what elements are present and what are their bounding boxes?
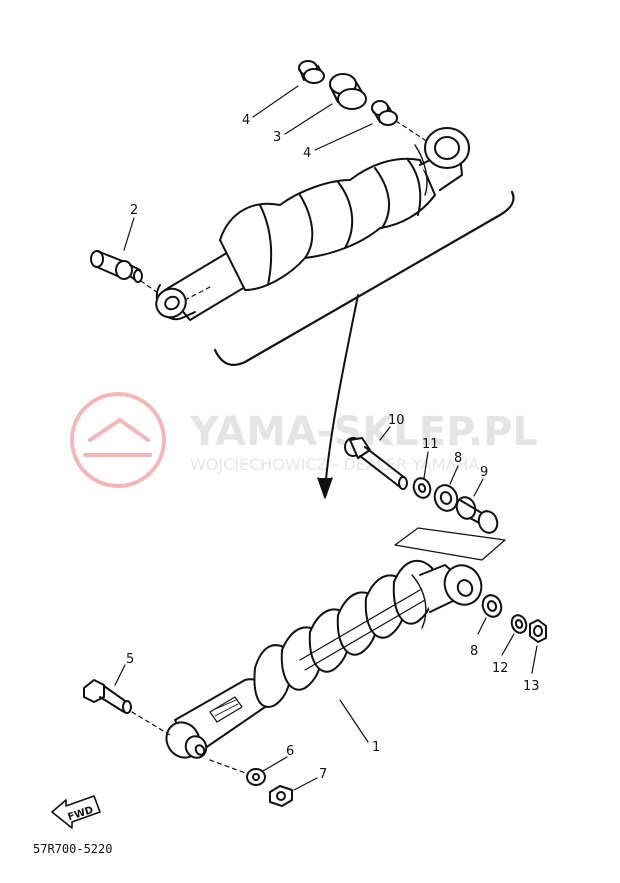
callout-9: 9	[480, 465, 488, 480]
callout-4-lower: 4	[303, 146, 311, 161]
part-10-bolt	[344, 437, 408, 490]
callout-2: 2	[130, 203, 138, 218]
callout-13: 13	[523, 679, 540, 694]
callout-5: 5	[126, 652, 134, 667]
fwd-arrow-icon	[51, 795, 101, 829]
bottom-shock-assembly	[83, 426, 547, 807]
watermark-logo	[70, 392, 166, 488]
callout-10: 10	[388, 413, 405, 428]
part-6-washer	[209, 756, 288, 786]
part-8-seal-lower	[481, 594, 503, 618]
part-2-pin	[90, 250, 159, 294]
part-13-nut	[529, 619, 547, 643]
watermark-dealer: WOJCIECHOWICZ - DEALER YAMAHA	[190, 455, 479, 474]
part-4-bushing-upper	[298, 60, 325, 84]
part-4-bushing-lower	[371, 100, 426, 141]
watermark: YAMA-SKLEP.PL WOJCIECHOWICZ - DEALER YAM…	[70, 392, 538, 488]
part-9-collar	[455, 496, 499, 534]
part-3-collar	[329, 73, 367, 110]
callout-3: 3	[273, 130, 281, 145]
part-7-nut	[269, 777, 318, 807]
callout-11: 11	[422, 437, 439, 452]
part-12-washer	[510, 614, 528, 634]
top-shock-assembly	[90, 60, 515, 499]
callout-1: 1	[372, 740, 380, 755]
callout-12: 12	[492, 661, 509, 676]
callout-8-lower: 8	[470, 644, 478, 659]
callout-8-upper: 8	[454, 451, 462, 466]
diagram-code: 57R700-5220	[33, 842, 112, 856]
callout-6: 6	[286, 744, 294, 759]
part-11-washer	[412, 477, 432, 499]
part-8-seal-upper	[433, 484, 459, 512]
callout-labels: 4 3 4 2 10 11 8 9 8 12 13 5 1 6 7	[126, 113, 540, 782]
part-5-bolt	[83, 664, 171, 736]
callout-4-upper: 4	[242, 113, 250, 128]
callout-7: 7	[319, 767, 327, 782]
